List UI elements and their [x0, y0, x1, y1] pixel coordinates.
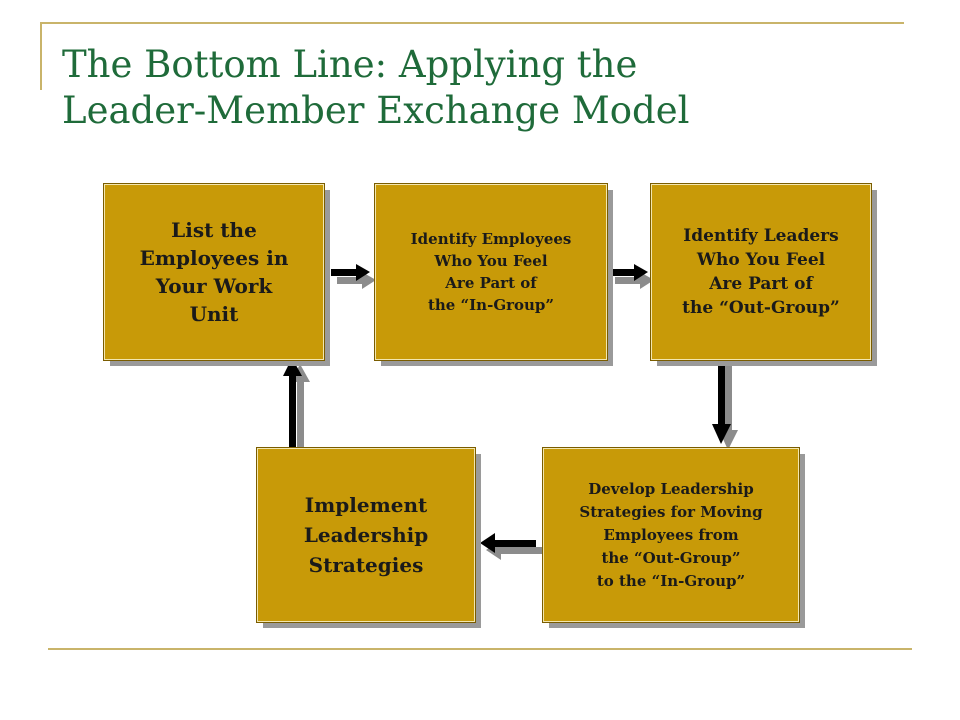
step-identify-in-group-label: Identify Employees Who You Feel Are Part… — [410, 230, 572, 314]
step-identify-in-group: Identify Employees Who You Feel Are Part… — [374, 183, 613, 366]
arrow-in-group-to-out-group — [609, 264, 654, 289]
step-identify-out-group-label: Identify Leaders Who You Feel Are Part o… — [682, 226, 840, 318]
step-list-employees-label: List the Employees in Your Work Unit — [139, 218, 289, 326]
step-implement-strategies: Implement Leadership Strategies — [256, 447, 481, 628]
arrow-list-to-identify-in-group — [331, 264, 376, 289]
step-develop-strategies: Develop Leadership Strategies for Moving… — [542, 447, 805, 628]
bottom-rule — [48, 648, 912, 650]
arrow-develop-to-implement — [480, 533, 542, 560]
step-list-employees: List the Employees in Your Work Unit — [103, 183, 330, 366]
arrow-implement-to-list — [283, 358, 310, 456]
step-develop-strategies-label: Develop Leadership Strategies for Moving… — [579, 479, 763, 590]
slide-title: The Bottom Line: Applying the Leader-Mem… — [62, 42, 922, 134]
top-rule — [40, 22, 904, 24]
arrow-out-group-to-develop — [712, 360, 738, 450]
slide-title-line-2: Leader-Member Exchange Model — [62, 89, 690, 132]
step-identify-out-group: Identify Leaders Who You Feel Are Part o… — [650, 183, 877, 366]
step-implement-strategies-label: Implement Leadership Strategies — [303, 493, 429, 577]
slide-title-line-1: The Bottom Line: Applying the — [62, 43, 638, 86]
left-rule — [40, 22, 42, 90]
